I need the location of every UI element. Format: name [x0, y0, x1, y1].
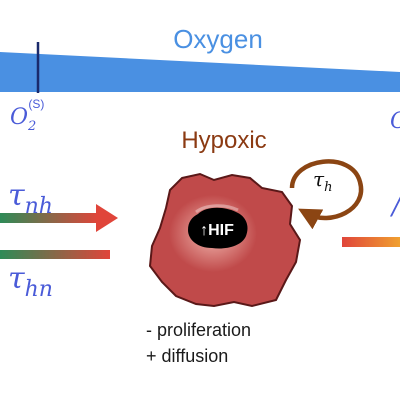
hif-label: ↑HIF — [200, 222, 234, 239]
cell-title: Hypoxic — [181, 127, 266, 154]
incoming-arrow-shaft — [0, 213, 98, 223]
right-transition-bar — [342, 237, 400, 247]
cell-property-proliferation: - proliferation — [146, 320, 251, 340]
oxygen-threshold-label: O2(S) — [10, 97, 44, 134]
oxygen-label: Oxygen — [173, 24, 263, 54]
self-loop-arrow — [289, 159, 364, 230]
outgoing-rate-label: τhn — [8, 261, 53, 302]
incoming-arrow-head — [96, 204, 118, 232]
hif-glow — [195, 204, 239, 214]
incoming-rate-label: τnh — [8, 178, 53, 219]
outgoing-gradient-bar — [0, 250, 110, 259]
oxygen-right-partial-label: O — [390, 109, 400, 134]
right-partial-rate-symbol: / — [389, 191, 400, 221]
oxygen-gradient-bar — [0, 52, 400, 92]
cell-property-diffusion: + diffusion — [146, 346, 228, 366]
self-loop-rate-label: τh — [313, 167, 332, 195]
hif-nucleus — [188, 207, 248, 249]
